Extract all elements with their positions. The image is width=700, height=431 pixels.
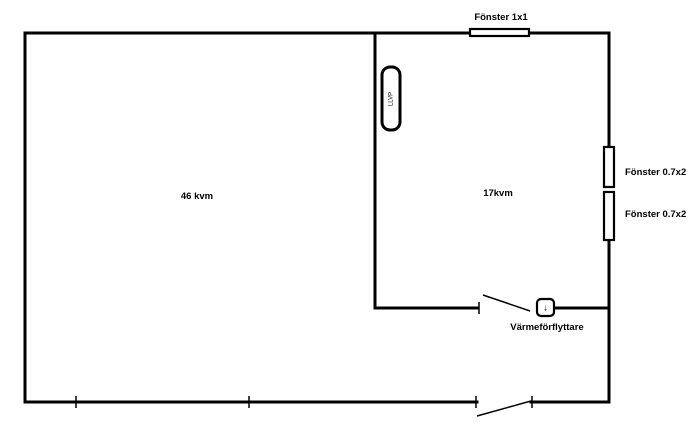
llvp-unit	[380, 65, 402, 132]
window-right-upper-label: Fönster 0.7x2	[625, 167, 686, 178]
entrance-door	[475, 396, 533, 417]
outer-walls	[23, 31, 611, 404]
inner-door	[478, 294, 531, 314]
heat-mover-unit	[535, 297, 556, 318]
entrance-door-leaf	[476, 400, 532, 417]
window-right-lower-label: Fönster 0.7x2	[625, 209, 686, 220]
bottom-wall-ticks	[75, 396, 250, 408]
window-top	[468, 27, 531, 38]
window-right-upper	[602, 145, 616, 189]
inner-door-leaf	[482, 294, 531, 312]
room-large-area: 46 kvm	[181, 191, 213, 202]
window-right-lower	[602, 190, 616, 242]
heat-mover-arrow-icon: ↓	[543, 302, 548, 312]
llvp-unit-label: LLVP	[389, 92, 395, 106]
room-small-area: 17kvm	[483, 188, 513, 199]
heat-mover-label: Värmeförflyttare	[510, 322, 583, 333]
interior-walls	[373, 31, 611, 310]
window-top-label: Fönster 1x1	[474, 12, 528, 23]
